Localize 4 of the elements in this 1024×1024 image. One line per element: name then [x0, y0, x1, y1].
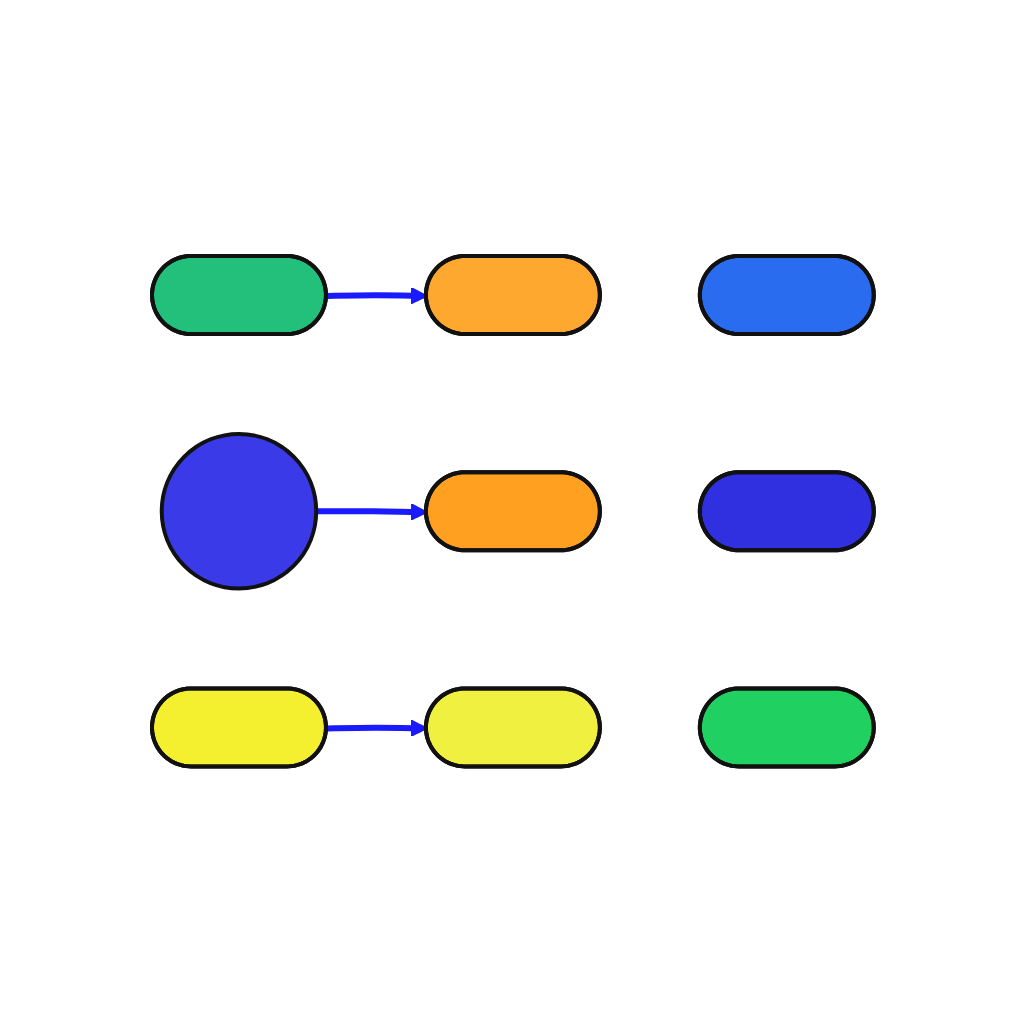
node-circle: [158, 432, 318, 592]
arrow: [315, 503, 427, 522]
arrow: [325, 287, 427, 306]
arrow: [325, 720, 427, 738]
